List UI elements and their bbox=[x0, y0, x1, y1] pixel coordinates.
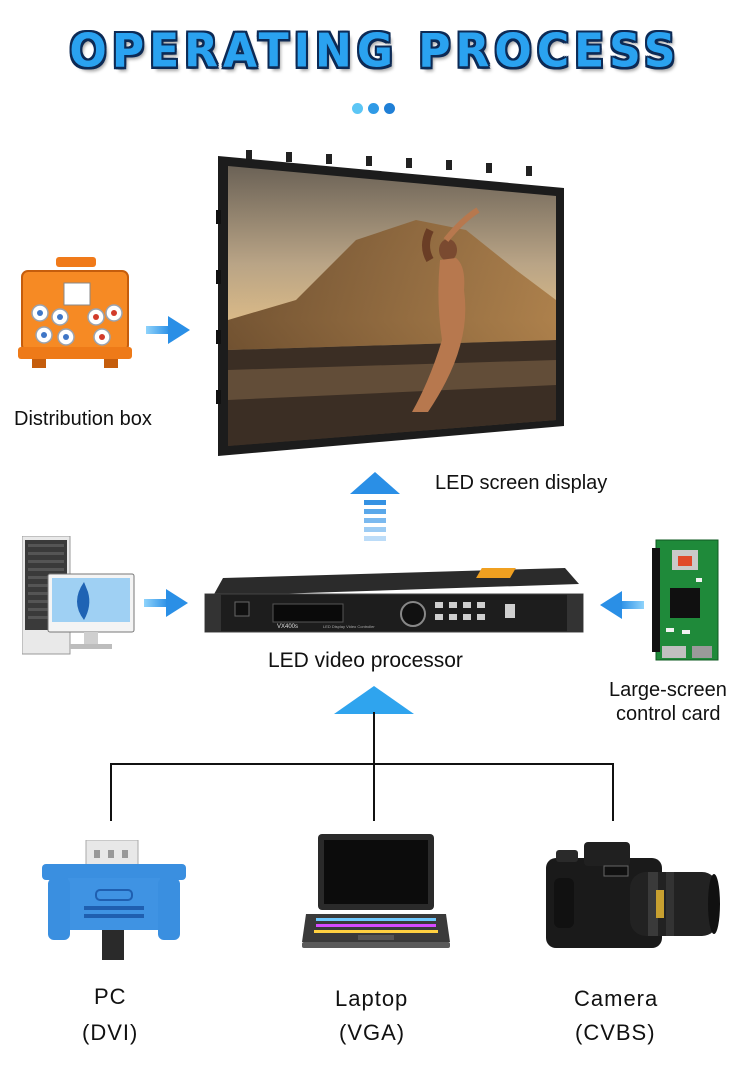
dot-1 bbox=[352, 103, 363, 114]
arrow-up-icon bbox=[350, 472, 400, 541]
laptop-sub-label: (VGA) bbox=[339, 1020, 406, 1045]
control-card-label-line1: Large-screen bbox=[609, 679, 727, 701]
camera-sub-label: (CVBS) bbox=[575, 1020, 656, 1045]
processor-model-text: VX400s bbox=[277, 624, 298, 630]
processor-subtitle-text: LED Display Video Controller bbox=[323, 624, 375, 629]
tree-branch-middle bbox=[373, 763, 375, 821]
arrow-up-icon bbox=[334, 686, 414, 714]
dvi-connector-image bbox=[42, 840, 186, 960]
control-card-image bbox=[652, 539, 719, 661]
arrow-right-icon bbox=[146, 316, 190, 344]
laptop-label: Laptop bbox=[335, 986, 409, 1011]
dot-3 bbox=[384, 103, 395, 114]
camera-image bbox=[546, 842, 720, 948]
led-video-processor-image: VX400s LED Display Video Controller bbox=[204, 568, 584, 633]
title-dots bbox=[352, 103, 395, 114]
led-screen-label: LED screen display bbox=[435, 472, 608, 494]
tree-branch-left bbox=[110, 763, 112, 821]
tree-branch-right bbox=[612, 763, 614, 821]
pc-label: PC bbox=[94, 984, 127, 1009]
tree-horizontal-line bbox=[110, 763, 614, 765]
distribution-box-label: Distribution box bbox=[14, 408, 152, 430]
tree-trunk-line bbox=[373, 712, 375, 764]
pc-sub-label: (DVI) bbox=[82, 1020, 139, 1045]
led-screen-image bbox=[216, 150, 564, 456]
processor-label: LED video processor bbox=[268, 649, 463, 672]
distribution-box-image bbox=[18, 257, 132, 368]
laptop-image bbox=[302, 834, 450, 948]
control-card-label-line2: control card bbox=[616, 703, 721, 725]
camera-label: Camera bbox=[574, 986, 659, 1011]
arrow-right-icon bbox=[144, 589, 188, 617]
desktop-computer-image bbox=[22, 536, 135, 655]
arrow-left-icon bbox=[600, 591, 644, 619]
page-title: OPERATING PROCESS bbox=[69, 24, 681, 79]
dot-2 bbox=[368, 103, 379, 114]
